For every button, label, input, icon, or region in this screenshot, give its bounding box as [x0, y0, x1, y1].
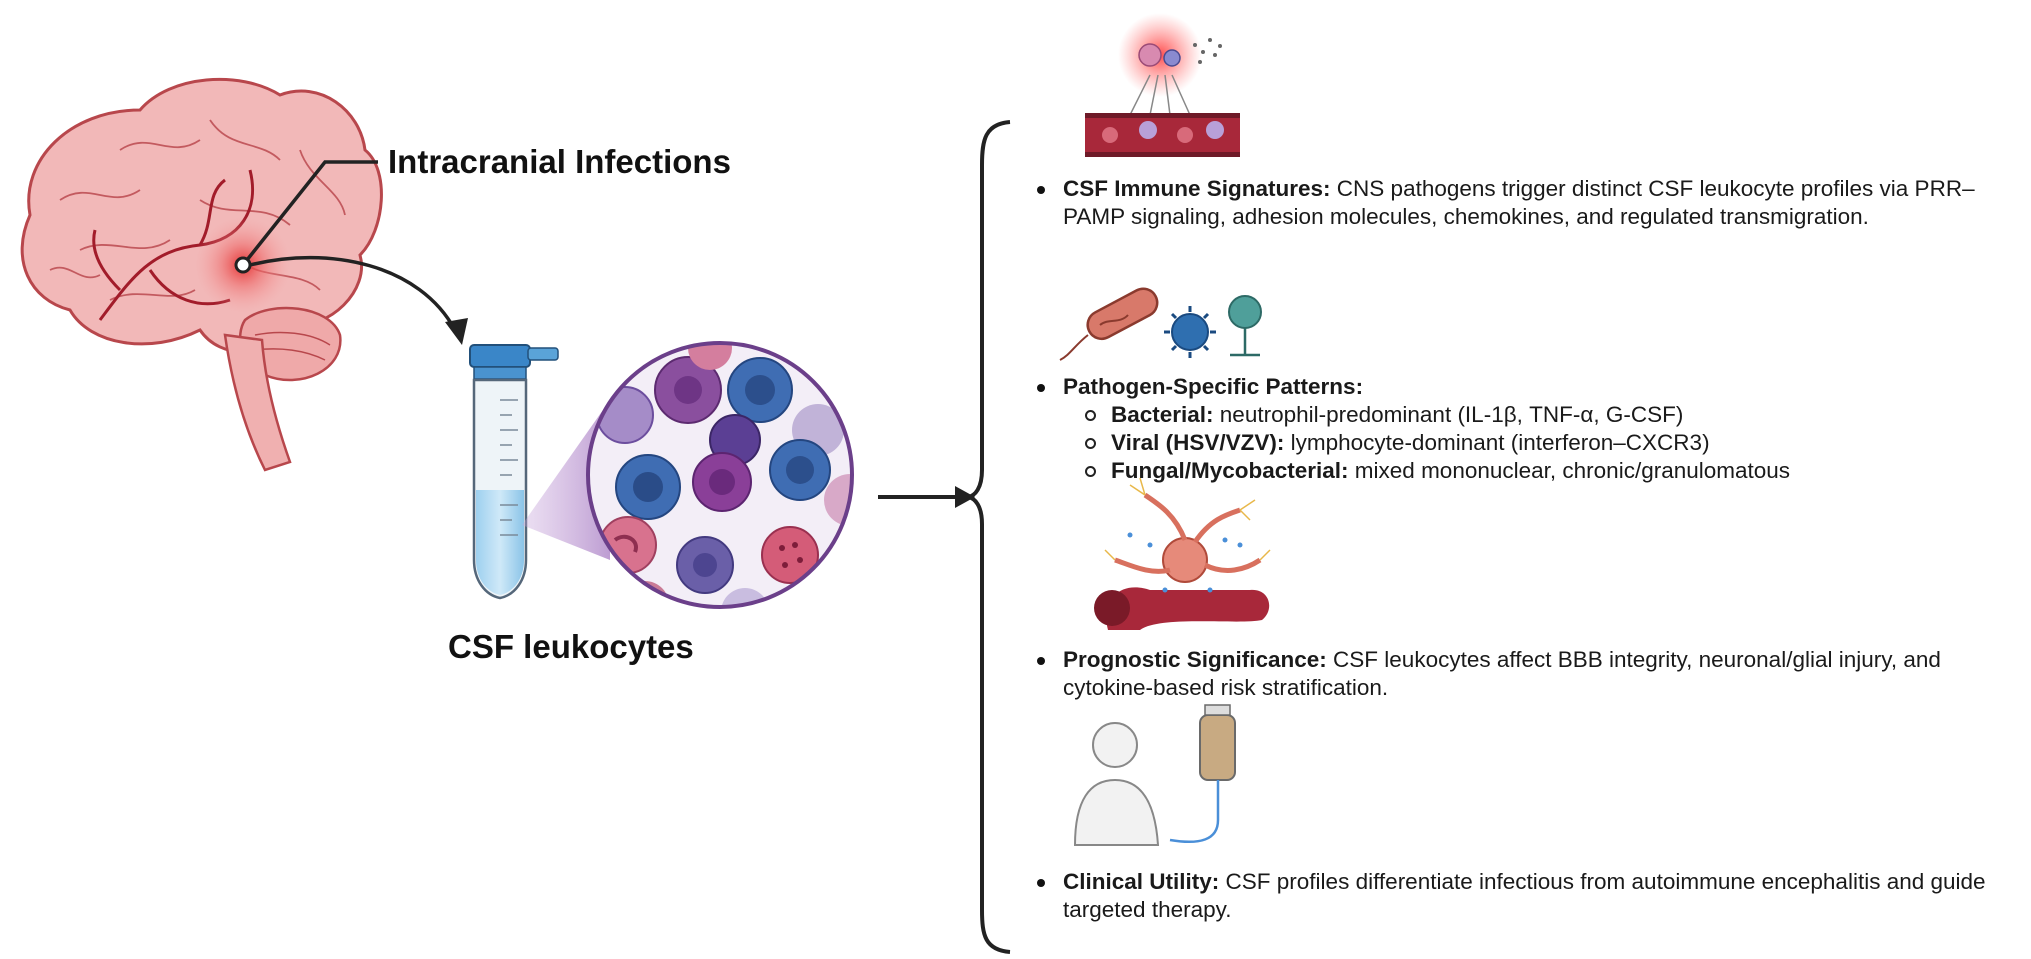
section-clinical: Clinical Utility: CSF profiles different… — [1037, 868, 2023, 924]
section-head: Prognostic Significance: — [1063, 647, 1327, 672]
subitem-head: Bacterial: — [1111, 402, 1214, 427]
bullet-icon — [1037, 186, 1045, 194]
bullet-icon — [1037, 879, 1045, 887]
section-head: Clinical Utility: — [1063, 869, 1220, 894]
patient-iv-icon — [1073, 704, 1236, 846]
subitem: Bacterial: neutrophil-predominant (IL-1β… — [1085, 401, 2023, 429]
section-text: CSF leukocytes affect BBB integrity, neu… — [1063, 647, 1941, 700]
subitem-text: lymphocyte-dominant (interferon–CXCR3) — [1284, 430, 1710, 455]
subitem-head: Viral (HSV/VZV): — [1111, 430, 1285, 455]
sample-label: CSF leukocytes — [448, 628, 694, 665]
subitem-text: mixed mononuclear, chronic/granulomatous — [1348, 458, 1791, 483]
neuron-vessel-icon — [1094, 477, 1271, 630]
magnifier-cone — [522, 400, 610, 560]
infection-label: Intracranial Infections — [388, 143, 731, 180]
subitem-head: Fungal/Mycobacterial: — [1111, 458, 1349, 483]
leukocyte-magnifier-icon — [586, 341, 854, 609]
section-text: CSF profiles differentiate infectious fr… — [1063, 869, 1986, 922]
subitem-text: neutrophil-predominant (IL-1β, TNF-α, G-… — [1213, 402, 1684, 427]
sub-bullet-icon — [1085, 410, 1096, 421]
sub-bullet-icon — [1085, 466, 1096, 477]
brain-icon — [20, 77, 383, 472]
section-pathogen: Pathogen-Specific Patterns: Bacterial: n… — [1037, 373, 2023, 485]
section-head: CSF Immune Signatures: — [1063, 176, 1331, 201]
section-text: CNS pathogens trigger distinct CSF leuko… — [1063, 176, 1975, 229]
fungus-icon — [1228, 295, 1262, 357]
test-tube-icon — [469, 344, 559, 600]
section-prognostic: Prognostic Significance: CSF leukocytes … — [1037, 646, 2023, 702]
subitem: Viral (HSV/VZV): lymphocyte-dominant (in… — [1085, 429, 2023, 457]
bacteria-icon — [1059, 287, 1159, 361]
infection-marker — [234, 256, 252, 274]
sub-bullet-icon — [1085, 438, 1096, 449]
section-immune: CSF Immune Signatures: CNS pathogens tri… — [1037, 175, 2023, 231]
blood-vessel-icon — [1085, 13, 1240, 157]
bullet-icon — [1037, 384, 1045, 392]
section-head: Pathogen-Specific Patterns: — [1063, 374, 1364, 399]
subitem: Fungal/Mycobacterial: mixed mononuclear,… — [1085, 457, 2023, 485]
bracket — [967, 120, 1011, 954]
bullet-icon — [1037, 657, 1045, 665]
virus-icon — [1164, 306, 1216, 358]
